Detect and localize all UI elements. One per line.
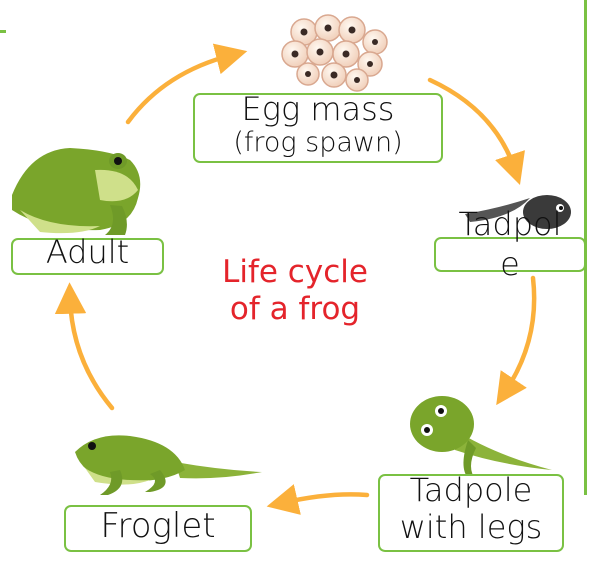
tadpole-with-legs-label-line2: with legs	[378, 511, 564, 543]
tadpole-label-line1: Tadpol	[434, 208, 586, 240]
frog-spawn-label: (frog spawn)	[193, 129, 443, 156]
froglet-label: Froglet	[64, 509, 252, 543]
froglet-image	[75, 435, 262, 495]
tadpole-with-legs-image	[410, 396, 552, 480]
arrow-froglet-to-adult	[70, 298, 112, 408]
diagram-title-line1: Life cycle	[180, 255, 410, 291]
adult-label: Adult	[11, 236, 164, 268]
tadpole-label-line2: e	[434, 248, 586, 280]
tadpole-with-legs-label-line1: Tadpole	[378, 474, 564, 506]
egg-mass-label: Egg mass	[193, 93, 443, 125]
diagram-title-line2: of a frog	[180, 292, 410, 328]
adult-frog-image	[12, 148, 140, 235]
arrow-tadpole-legs-to-froglet	[282, 494, 367, 503]
arrow-tadpole-to-tadpole-legs	[505, 278, 534, 392]
